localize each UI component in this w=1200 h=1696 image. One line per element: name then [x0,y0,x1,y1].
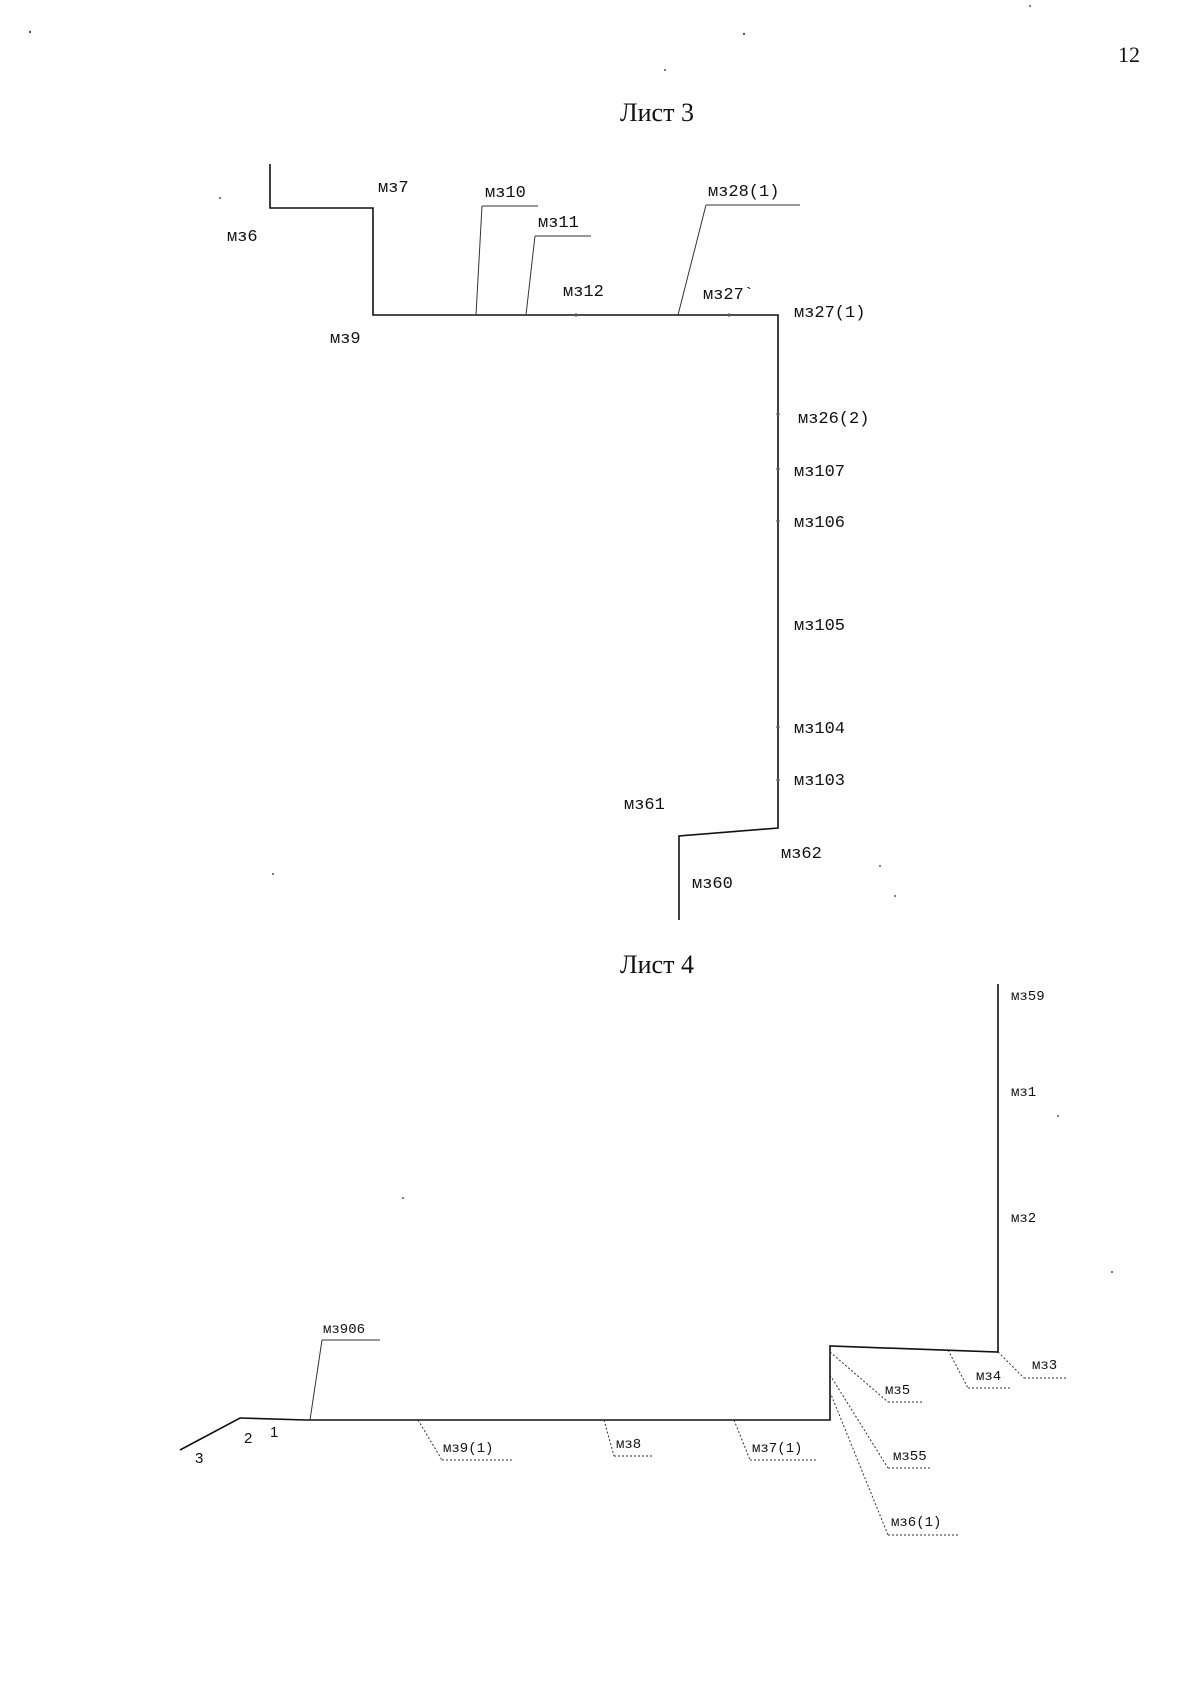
label-mz59: мз59 [1011,989,1045,1005]
sheet-4-network [179,984,1066,1536]
label-mz9-1: мз9(1) [443,1441,493,1457]
label-mz3: мз3 [1032,1358,1057,1374]
label-mz4: мз4 [976,1369,1001,1385]
label-mz26-2: мз26(2) [798,410,869,429]
label-mz62: мз62 [781,845,822,864]
label-mz106: мз106 [794,514,845,533]
page-number: 12 [1118,42,1140,67]
label-mz28-1: мз28(1) [708,183,779,202]
branch-mz6-1 [829,1391,889,1536]
branch-mz906 [309,1339,323,1421]
label-mz61: мз61 [624,796,665,815]
sheet-4-title: Лист 4 [620,950,694,979]
branch-mz10 [475,205,483,316]
label-mz1: мз1 [1011,1085,1036,1101]
label-mz55: мз55 [893,1449,927,1465]
branch-mz4 [947,1349,969,1389]
label-mz6: мз6 [227,228,258,247]
label-mz27-1: мз27(1) [794,304,865,323]
label-mz906: мз906 [323,1322,365,1338]
sheet-3-title: Лист 3 [620,98,694,127]
scan-specks [28,5,1113,1273]
label-mz7-1: мз7(1) [752,1441,802,1457]
label-point-3: 3 [195,1450,203,1467]
branch-mz28-1 [677,204,707,316]
label-mz9: мз9 [330,330,361,349]
label-mz11: мз11 [538,214,579,233]
label-mz107: мз107 [794,463,845,482]
branch-mz7-1 [733,1419,751,1461]
main-line-sheet4 [179,984,999,1451]
label-mz60: мз60 [692,875,733,894]
main-line-sheet3 [269,164,779,920]
branch-mz8 [603,1419,615,1457]
sheet-3-labels: мз6 мз7 мз9 мз10 мз11 мз12 мз27` мз28(1)… [227,179,869,894]
label-mz2: мз2 [1011,1211,1036,1227]
label-mz10: мз10 [485,184,526,203]
label-mz27: мз27` [703,286,754,305]
label-mz103: мз103 [794,772,845,791]
label-mz8: мз8 [616,1437,641,1453]
label-mz104: мз104 [794,720,845,739]
label-mz6-1: мз6(1) [891,1515,941,1531]
label-mz7: мз7 [378,179,409,198]
sheet-3-network [269,164,800,920]
label-point-1: 1 [270,1424,278,1441]
branch-mz5 [829,1351,889,1403]
branch-mz3 [997,1351,1025,1379]
branch-mz55 [829,1374,889,1469]
label-mz12: мз12 [563,283,604,302]
branch-mz9-1 [417,1419,443,1461]
label-mz105: мз105 [794,617,845,636]
label-mz5: мз5 [885,1383,910,1399]
branch-mz11 [525,235,536,316]
label-point-2: 2 [244,1430,252,1447]
sheet-4-labels: мз59 мз1 мз2 мз3 мз4 мз5 мз55 мз6(1) мз7… [195,989,1057,1531]
